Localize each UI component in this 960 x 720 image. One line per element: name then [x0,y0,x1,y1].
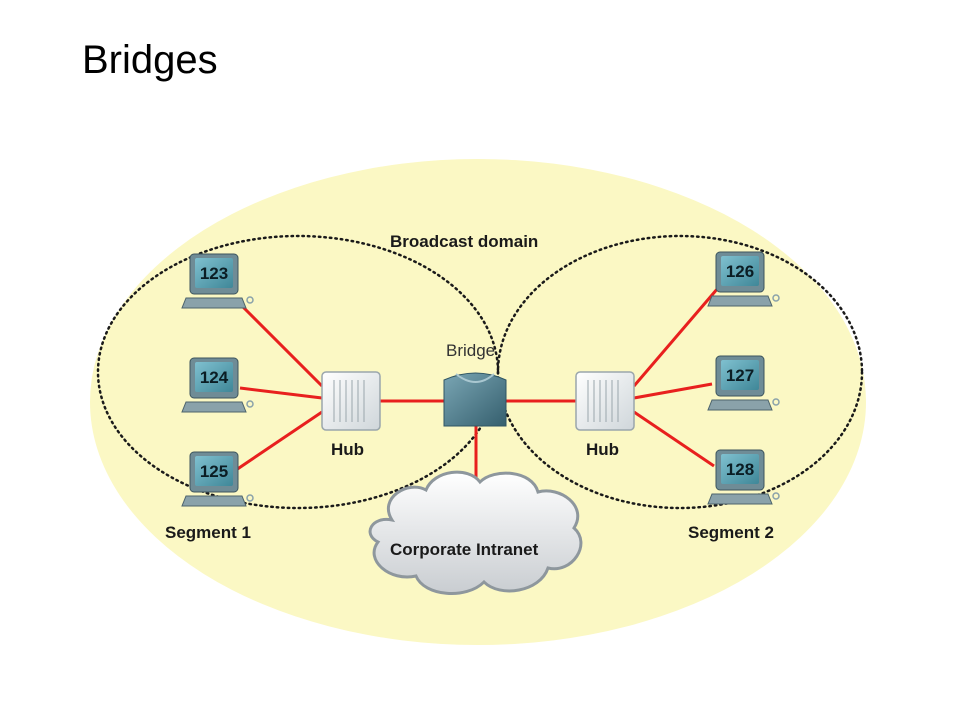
cloud-label: Corporate Intranet [390,540,539,559]
link-123-hub [234,298,324,388]
link-125-hub [235,410,323,472]
computer-125: 125 [181,451,254,507]
link-hub-127 [633,382,713,400]
hub-left-label: Hub [331,440,364,459]
segment-2-boundary [496,234,864,510]
computer-124: 124 [181,357,254,413]
hub-left [321,371,381,431]
computer-123: 123 [181,253,254,309]
segment-1-label: Segment 1 [165,523,251,542]
computer-125-number: 125 [200,462,228,481]
computer-124-number: 124 [200,368,229,387]
hub-right-label: Hub [586,440,619,459]
link-hub-126 [632,287,720,387]
bridge-device [443,372,507,427]
segment-2-label: Segment 2 [688,523,774,542]
slide-title: Bridges [82,38,218,82]
computer-123-number: 123 [200,264,228,283]
corporate-intranet-cloud [368,470,583,595]
computer-127-number: 127 [726,366,754,385]
computer-128: 128 [707,449,780,505]
link-124-hub [239,386,323,400]
computer-127: 127 [707,355,780,411]
computer-126-number: 126 [726,262,754,281]
hub-right [575,371,635,431]
computer-126: 126 [707,251,780,307]
computer-128-number: 128 [726,460,754,479]
broadcast-domain-label: Broadcast domain [390,232,538,251]
bridge-label: Bridge [446,341,495,360]
link-hub-128 [633,410,715,468]
